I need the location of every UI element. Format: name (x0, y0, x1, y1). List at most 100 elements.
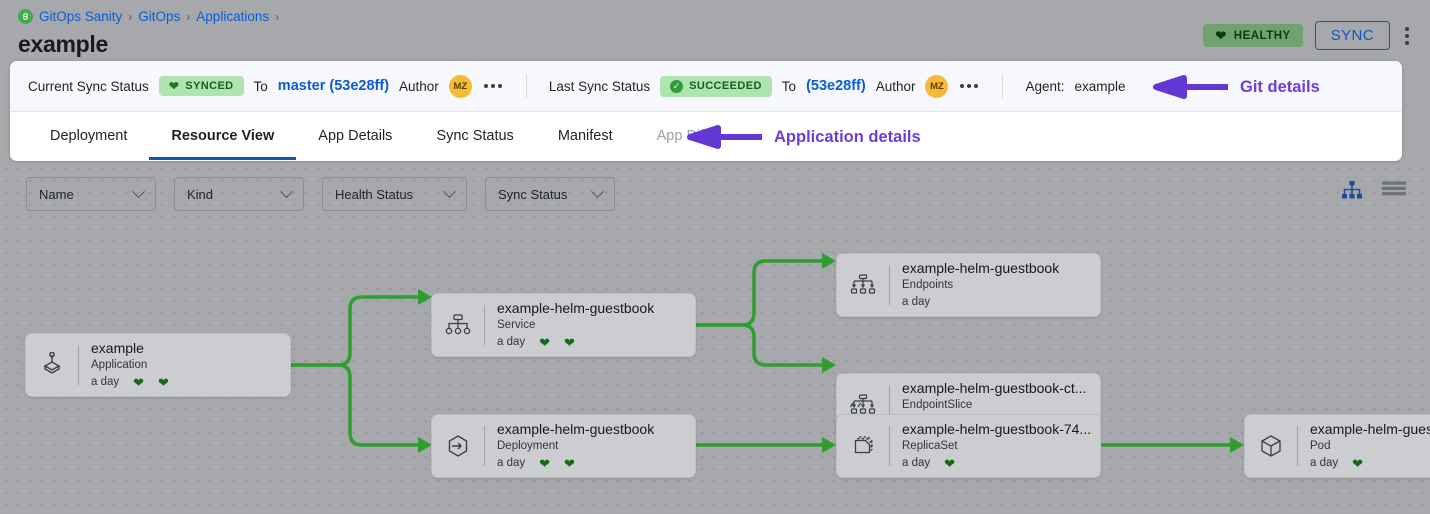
current-revision-link[interactable]: master (53e28ff) (277, 78, 390, 94)
current-sync-status-badge: ❤ SYNCED (158, 76, 244, 96)
last-sync-status-group: Last Sync Status ✓ SUCCEEDED To (53e28ff… (548, 74, 981, 98)
annotation-application-details: Application details (684, 124, 921, 150)
tab-app-details[interactable]: App Details (318, 128, 393, 144)
filter-kind-label: Kind (187, 186, 214, 202)
arrow-left-icon (1153, 75, 1228, 99)
node-name: example (91, 339, 144, 356)
agent-label: Agent: (1025, 78, 1065, 94)
graph-node-service[interactable]: example-helm-guestbook Service a day ❤ ❤ (431, 293, 696, 357)
tab-deployment[interactable]: Deployment (50, 128, 128, 144)
health-heart-icon: ❤ (539, 334, 551, 350)
filter-sync-status[interactable]: Sync Status (485, 177, 615, 211)
annotation-application-details-label: Application details (774, 127, 921, 146)
node-age: a day (497, 457, 526, 470)
ellipsis-icon[interactable] (958, 80, 980, 92)
avatar: MZ (448, 74, 472, 98)
health-status-label: HEALTHY (1233, 29, 1291, 42)
tree-view-icon[interactable] (1342, 181, 1362, 199)
divider (1002, 74, 1004, 98)
page-title: example (18, 31, 108, 57)
header-actions: ❤ HEALTHY SYNC (1203, 21, 1412, 50)
node-name: example-helm-guestbook (497, 420, 655, 437)
gitops-sanity-logo-icon (18, 9, 33, 24)
graph-node-endpoints[interactable]: example-helm-guestbook Endpoints a day (836, 253, 1101, 317)
current-to-label: To (253, 78, 268, 94)
node-kind: Service (497, 319, 536, 332)
sync-heart-icon: ❤ (564, 455, 575, 471)
node-age: a day (497, 336, 526, 349)
filter-kind[interactable]: Kind (174, 177, 304, 211)
breadcrumb-item-1[interactable]: GitOps (138, 9, 181, 24)
health-heart-icon: ❤ (1352, 455, 1364, 471)
tab-sync-status[interactable]: Sync Status (436, 128, 514, 144)
last-sync-status-value: SUCCEEDED (689, 80, 762, 92)
breadcrumb: GitOps Sanity › GitOps › Applications › (18, 9, 279, 24)
node-meta: a day ❤ ❤ (497, 334, 654, 350)
node-name: example-helm-guestbook-ct... (902, 379, 1087, 396)
node-kind: Deployment (497, 440, 559, 453)
tab-manifest[interactable]: Manifest (557, 128, 613, 144)
node-meta: a day ❤ (1310, 455, 1430, 471)
divider (484, 426, 485, 466)
current-sync-status-value: SYNCED (185, 80, 234, 92)
health-heart-icon: ❤ (944, 455, 956, 471)
breadcrumb-item-2[interactable]: Applications (196, 9, 270, 24)
chevron-down-icon (591, 184, 604, 198)
graph-node-deployment[interactable]: example-helm-guestbook Deployment a day … (431, 414, 696, 478)
resource-graph-pane: Name Kind Health Status Sync Status (0, 163, 1430, 514)
divider (1297, 426, 1298, 466)
breadcrumb-separator: › (275, 9, 280, 24)
graph-node-pod[interactable]: example-helm-guest Pod a day ❤ (1244, 414, 1430, 478)
health-heart-icon: ❤ (133, 374, 145, 390)
sync-heart-icon: ❤ (158, 374, 169, 390)
divider (889, 265, 890, 305)
filter-name[interactable]: Name (26, 177, 156, 211)
annotation-git-details-label: Git details (1240, 77, 1320, 96)
ellipsis-icon[interactable] (482, 80, 504, 92)
application-icon (26, 352, 78, 378)
breadcrumb-separator: › (186, 9, 191, 24)
divider (889, 426, 890, 466)
arrow-left-icon (687, 125, 762, 149)
current-sync-status-group: Current Sync Status ❤ SYNCED To master (… (28, 74, 504, 98)
last-to-label: To (781, 78, 797, 94)
node-kind: ReplicaSet (902, 440, 958, 453)
last-revision-link[interactable]: (53e28ff) (806, 78, 866, 94)
agent-group: Agent: example (1025, 79, 1125, 94)
node-meta: a day ❤ ❤ (91, 374, 169, 390)
view-toggle-group (1342, 181, 1406, 199)
last-sync-status-label: Last Sync Status (548, 78, 651, 94)
chevron-down-icon (132, 184, 145, 198)
node-meta: a day (902, 294, 1059, 310)
graph-node-replicaset[interactable]: example-helm-guestbook-74... ReplicaSet … (836, 414, 1101, 478)
node-age: a day (1310, 457, 1339, 470)
filter-health-status-label: Health Status (335, 186, 414, 202)
check-circle-icon: ✓ (670, 79, 684, 93)
node-meta: a day ❤ (902, 455, 1091, 471)
current-sync-status-label: Current Sync Status (28, 78, 149, 94)
sync-button[interactable]: SYNC (1314, 21, 1390, 50)
filter-health-status[interactable]: Health Status (322, 177, 467, 211)
node-body: example-helm-guestbook-74... ReplicaSet … (890, 421, 1099, 472)
sync-heart-icon: ❤ (564, 334, 575, 350)
chevron-down-icon (280, 184, 293, 198)
node-name: example-helm-guestbook (902, 259, 1060, 276)
node-age: a day (902, 296, 931, 309)
node-body: example-helm-guestbook Endpoints a day (890, 260, 1067, 311)
node-kind: Endpoints (902, 279, 954, 292)
node-body: example Application a day ❤ ❤ (79, 340, 177, 391)
kebab-menu-icon[interactable] (1402, 24, 1412, 48)
node-name: example-helm-guestbook-74... (902, 420, 1092, 437)
last-author-label: Author (875, 78, 916, 94)
node-meta: a day ❤ ❤ (497, 455, 654, 471)
list-view-icon[interactable] (1382, 181, 1406, 199)
graph-node-application[interactable]: example Application a day ❤ ❤ (25, 333, 291, 397)
health-status-badge: ❤ HEALTHY (1203, 24, 1303, 47)
divider (484, 305, 485, 345)
tab-resource-view[interactable]: Resource View (149, 112, 297, 160)
breadcrumb-item-0[interactable]: GitOps Sanity (39, 9, 123, 24)
node-name: example-helm-guest (1310, 420, 1430, 437)
current-author-label: Author (399, 78, 439, 94)
divider (889, 385, 890, 425)
